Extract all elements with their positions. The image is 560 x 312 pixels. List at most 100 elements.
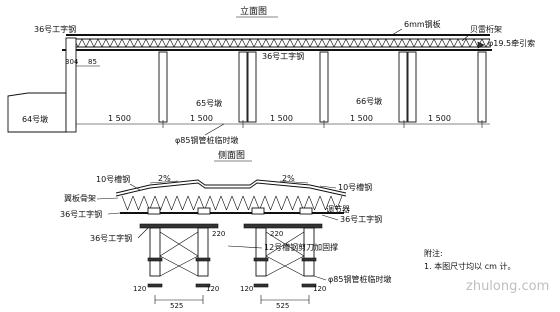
- section-lattice-bar: [121, 195, 128, 211]
- truss-diagonal: [113, 38, 119, 48]
- truss-diagonal: [273, 38, 279, 48]
- adjuster-2: [197, 207, 211, 215]
- span-ticks: [75, 120, 483, 128]
- truss-diagonal: [205, 38, 211, 48]
- truss-diagonal: [269, 38, 275, 48]
- dim-85: 85: [88, 58, 97, 66]
- truss-diagonal: [121, 38, 127, 48]
- truss-diagonal: [397, 38, 403, 48]
- section-lattice-bar: [264, 195, 271, 211]
- truss-diagonal: [429, 38, 435, 48]
- truss-diagonal: [293, 38, 299, 48]
- label-pier-66: 66号墩: [356, 96, 382, 106]
- truss-diagonal: [449, 38, 455, 48]
- truss-diagonal: [209, 38, 215, 48]
- watermark: zhulong.com: [466, 279, 549, 294]
- dim-525-left: 525: [170, 302, 183, 310]
- leader-wing-frame: [96, 197, 119, 200]
- truss-diagonal: [253, 38, 259, 48]
- notes: 附注: 1. 本图尺寸均以 cm 计。: [424, 248, 515, 271]
- notes-line-1: 1. 本图尺寸均以 cm 计。: [424, 261, 515, 271]
- truss-diagonal: [277, 38, 283, 48]
- truss-diagonal: [85, 38, 91, 48]
- section-lattice-bar: [237, 195, 244, 211]
- truss-diagonal: [149, 38, 155, 48]
- adjuster-4: [299, 207, 313, 215]
- section-truss: [121, 195, 343, 211]
- span-dim-2: 1 500: [190, 114, 213, 123]
- truss-diagonal: [461, 38, 467, 48]
- truss-diagonal: [325, 38, 331, 48]
- truss-diagonal: [289, 38, 295, 48]
- label-channel-12-bracing: 12号槽钢剪刀加固撑: [264, 242, 338, 252]
- truss-diagonal: [193, 38, 199, 48]
- section-lattice-bar: [176, 195, 183, 211]
- truss-diagonal: [129, 38, 135, 48]
- section-lattice-bar: [209, 195, 216, 211]
- section-lattice-bar: [275, 195, 282, 211]
- pile-5: [477, 51, 487, 123]
- section-lattice-bar: [336, 195, 343, 211]
- dim-304: 304: [65, 58, 79, 66]
- cap-beam-left: [139, 223, 219, 229]
- label-i-beam-36-top: 36号工字钢: [34, 24, 76, 34]
- section-deck-top: [115, 179, 347, 194]
- truss-diagonal: [153, 38, 159, 48]
- pile-left-a: [149, 227, 161, 277]
- truss-diagonal: [345, 38, 351, 48]
- truss-diagonal: [381, 38, 387, 48]
- section-lattice-bar: [193, 195, 200, 211]
- section-lattice-bar: [160, 195, 167, 211]
- pile-2a: [238, 51, 248, 123]
- leader-i-beam-left: [107, 212, 121, 215]
- truss-diagonal: [157, 38, 163, 48]
- traction-arrow-icon: [477, 41, 485, 49]
- slope-right: 2%: [282, 174, 295, 183]
- section-lattice-bar: [330, 195, 337, 211]
- label-i-beam-36-right: 36号工字钢: [340, 214, 382, 224]
- section-title: 侧面图: [218, 149, 245, 161]
- section-lattice-bar: [270, 195, 277, 211]
- truss-diagonal: [385, 38, 391, 48]
- truss-diagonal: [233, 38, 239, 48]
- truss-diagonal: [217, 38, 223, 48]
- pier-64-column: [65, 37, 77, 133]
- truss-diagonal: [389, 38, 395, 48]
- truss-diagonal: [341, 38, 347, 48]
- truss-diagonal: [433, 38, 439, 48]
- section-lattice-bar: [314, 195, 321, 211]
- truss-diagonal: [97, 38, 103, 48]
- label-pier-65: 65号墩: [196, 98, 222, 108]
- elevation-title: 立面图: [240, 5, 267, 17]
- truss-diagonal: [245, 38, 251, 48]
- label-channel-10-left: 10号槽钢: [96, 174, 130, 184]
- truss-diagonal: [437, 38, 443, 48]
- truss-diagonal: [173, 38, 179, 48]
- truss-diagonal: [265, 38, 271, 48]
- label-channel-10-right: 10号槽钢: [338, 182, 372, 192]
- truss-diagonal: [401, 38, 407, 48]
- section-lattice-bar: [226, 195, 233, 211]
- truss-diagonal: [93, 38, 99, 48]
- truss-diagonal: [133, 38, 139, 48]
- truss-diagonal: [313, 38, 319, 48]
- label-i-beam-36-left: 36号工字钢: [60, 209, 102, 219]
- truss-diagonal: [297, 38, 303, 48]
- adjuster-3: [251, 207, 265, 215]
- elevation-view: 立面图 36号工字钢 6mm钢板 贝雷桁架 φ19.5牵引索 64号墩 304 …: [7, 5, 535, 145]
- truss-diagonal: [333, 38, 339, 48]
- span-dim-1: 1 500: [108, 114, 131, 123]
- truss-diagonal: [445, 38, 451, 48]
- section-lattice-bar: [319, 195, 326, 211]
- leader-temp-pier: [204, 123, 225, 136]
- dim-525-right: 525: [276, 302, 289, 310]
- beiley-truss-web: [65, 38, 491, 48]
- pier-64-body: [7, 92, 67, 133]
- section-lattice-bar: [127, 195, 134, 211]
- truss-diagonal: [105, 38, 111, 48]
- truss-diagonal: [197, 38, 203, 48]
- section-lattice-bar: [242, 195, 249, 211]
- truss-diagonal: [141, 38, 147, 48]
- truss-diagonal: [309, 38, 315, 48]
